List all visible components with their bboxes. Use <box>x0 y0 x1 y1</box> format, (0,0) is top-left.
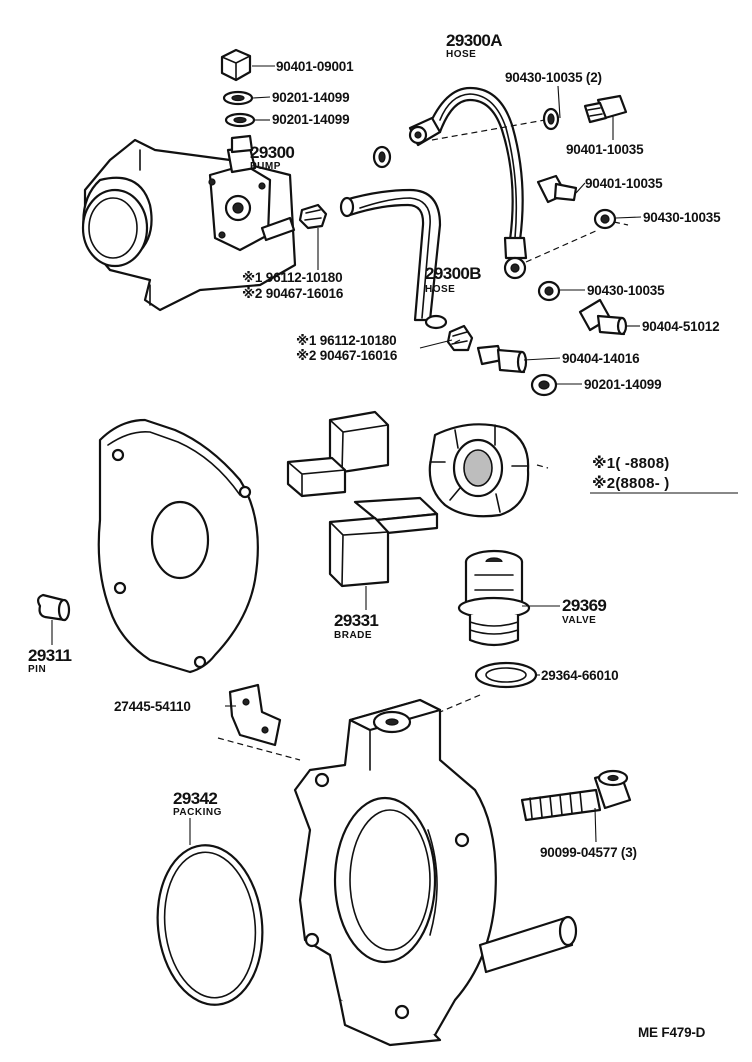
label-90201-14099-c: 90201-14099 <box>584 377 661 392</box>
label-29369: 29369 <box>562 596 606 615</box>
label-96112-10180-a: ※1 96112-10180 <box>242 270 342 285</box>
note-1: ※1( -8808) <box>592 454 669 472</box>
pin-29311 <box>36 593 71 622</box>
blade-29331-bottom <box>328 496 439 588</box>
gasket-29364-66010 <box>474 661 538 689</box>
hose-29300a <box>408 86 528 280</box>
note-box: ※1( -8808) ※2(8808- ) <box>590 454 738 494</box>
union-90404-51012 <box>578 298 628 336</box>
label-29342: 29342 <box>173 789 217 808</box>
label-29369-sub: VALVE <box>562 615 596 626</box>
label-29300a: 29300A <box>446 31 502 50</box>
valve-29369 <box>457 549 531 647</box>
label-90404-51012: 90404-51012 <box>642 319 719 334</box>
label-96112-10180-b: ※1 96112-10180 <box>296 333 396 348</box>
callout-labels: 90401-09001 90201-14099 90201-14099 2930… <box>28 31 721 860</box>
pump-housing <box>293 698 578 1047</box>
label-29300b-sub: HOSE <box>425 284 455 295</box>
label-29331: 29331 <box>334 611 378 630</box>
label-29300b: 29300B <box>425 264 481 283</box>
label-29331-sub: BRADE <box>334 630 372 641</box>
hose-29300b <box>339 188 448 330</box>
label-90404-14016: 90404-14016 <box>562 351 640 366</box>
label-29364-66010: 29364-66010 <box>541 668 618 683</box>
label-29311: 29311 <box>28 646 71 665</box>
label-29300-sub: PUMP <box>250 161 281 172</box>
label-90099-04577: 90099-04577 (3) <box>540 845 637 860</box>
end-plate <box>97 418 259 674</box>
washer-90430-10035-b <box>537 280 561 302</box>
bolt-90401-09001 <box>220 48 252 82</box>
bracket-27445-54110 <box>228 683 282 747</box>
union-bolt-90401-10035-a <box>583 94 628 124</box>
blade-29331-top <box>286 410 390 498</box>
label-90430-10035-b: 90430-10035 <box>587 283 665 298</box>
label-90201-14099-b: 90201-14099 <box>272 112 349 127</box>
union-bolt-90401-10035-b <box>536 174 578 204</box>
washer-small-left <box>372 145 392 169</box>
label-90401-09001: 90401-09001 <box>276 59 354 74</box>
clip-96112-10180-a <box>298 203 328 230</box>
washer-90430-10035-a <box>593 208 617 230</box>
label-90467-16016-a: ※2 90467-16016 <box>242 286 344 301</box>
note-2: ※2(8808- ) <box>592 474 669 492</box>
label-29300a-sub: HOSE <box>446 49 476 60</box>
washer-90201-14099-a <box>222 90 254 106</box>
label-29300: 29300 <box>250 143 294 162</box>
label-90467-16016-b: ※2 90467-16016 <box>296 348 398 363</box>
packing-29342 <box>156 844 264 1006</box>
label-90401-10035-a: 90401-10035 <box>566 142 644 157</box>
label-90401-10035-b: 90401-10035 <box>585 176 663 191</box>
footer-code: ME F479-D <box>638 1025 706 1040</box>
label-90201-14099-a: 90201-14099 <box>272 90 349 105</box>
assembly-lines <box>217 119 629 761</box>
label-27445-54110: 27445-54110 <box>114 699 191 714</box>
label-29311-sub: PIN <box>28 664 46 675</box>
label-90430-10035-a: 90430-10035 <box>643 210 721 225</box>
bolt-90099-04577 <box>520 769 632 822</box>
leader-lines <box>51 65 642 845</box>
washer-90430-10035-top <box>542 107 560 131</box>
rotor <box>428 423 530 518</box>
label-29342-sub: PACKING <box>173 807 222 818</box>
washer-90201-14099-b <box>224 112 256 128</box>
washer-90201-14099-c <box>530 373 558 397</box>
clip-96112-10180-b <box>446 324 474 352</box>
union-90404-14016 <box>476 344 528 374</box>
label-90430-10035-2: 90430-10035 (2) <box>505 70 602 85</box>
vacuum-pump-29300 <box>81 134 297 312</box>
